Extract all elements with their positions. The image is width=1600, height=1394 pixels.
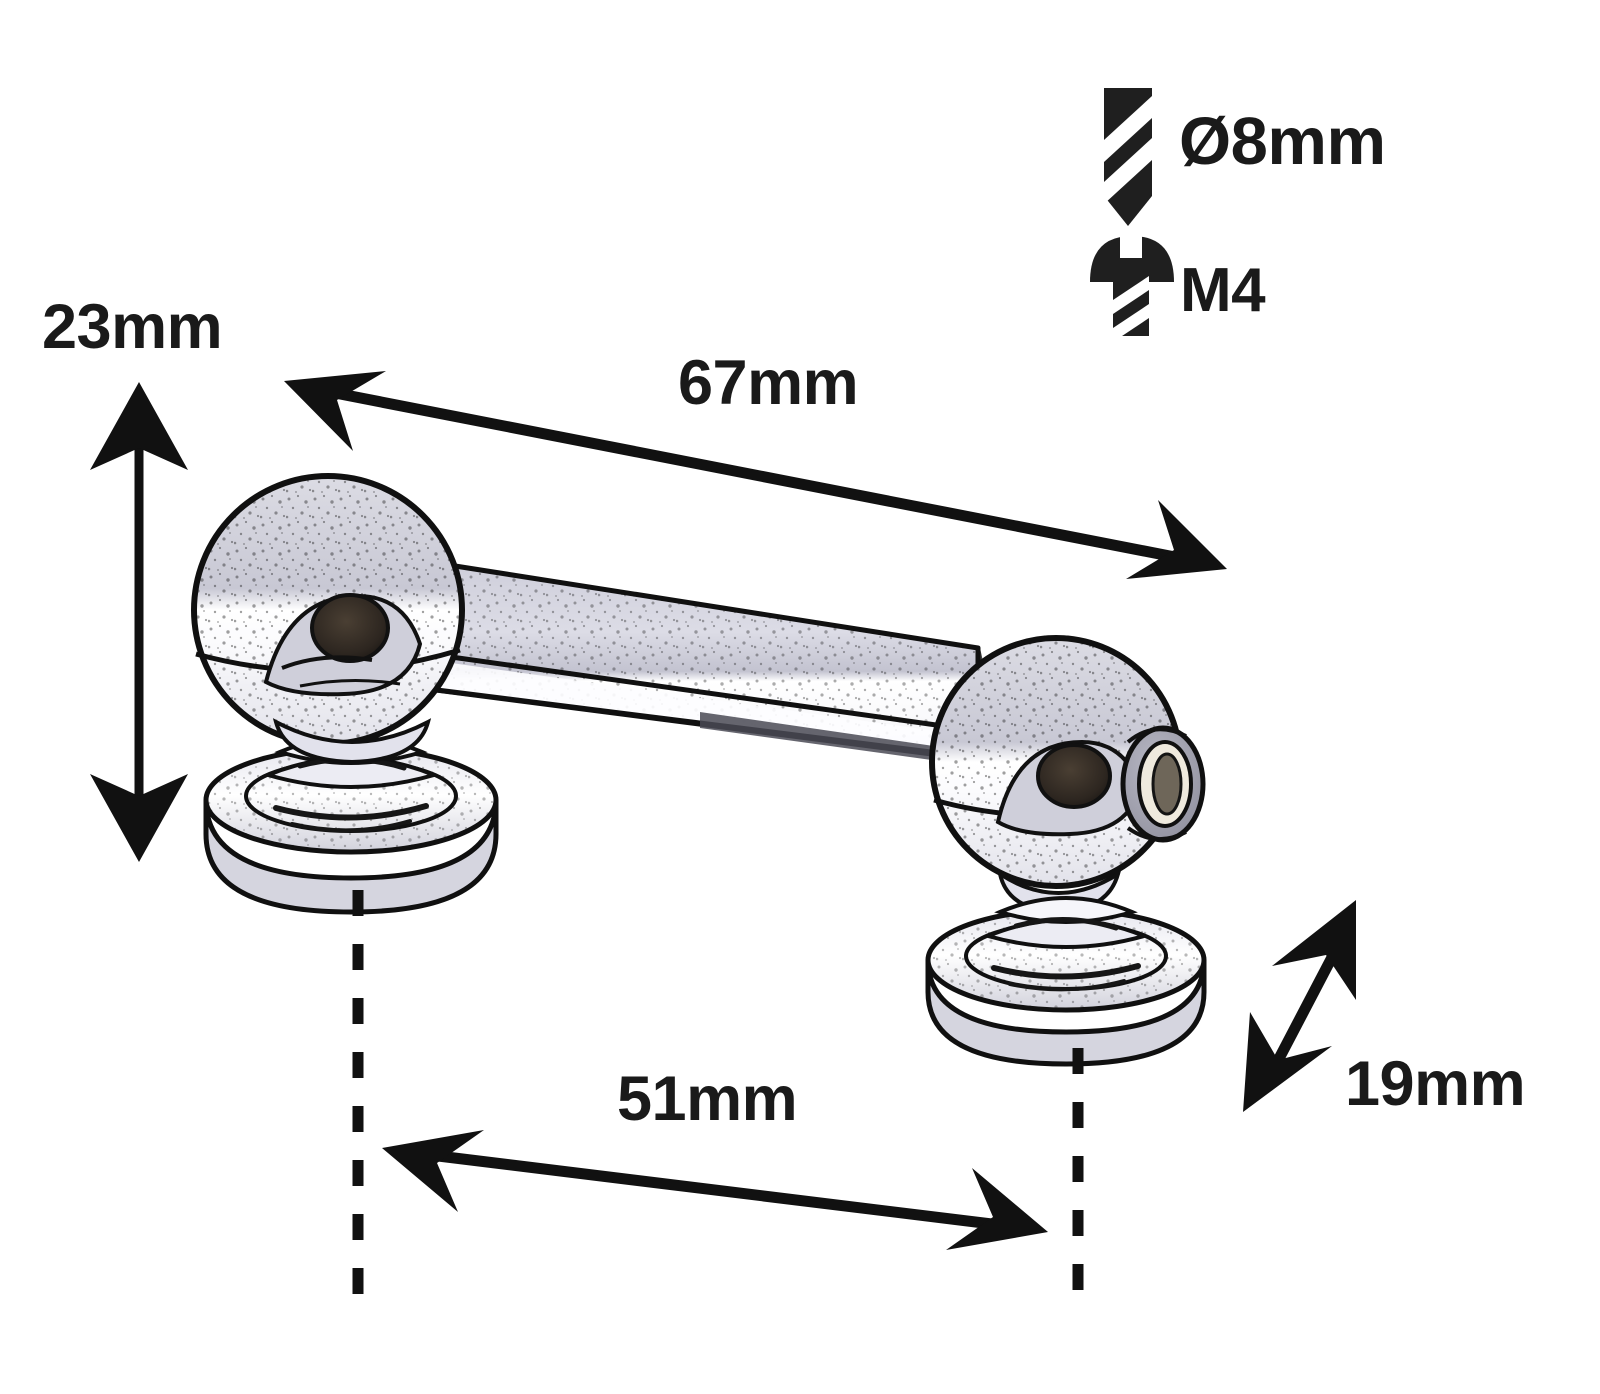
- dimension-label-19mm: 19mm: [1345, 1049, 1526, 1119]
- dimension-label-67mm: 67mm: [678, 348, 859, 418]
- dimension-arrow-19mm: [1243, 900, 1356, 1112]
- right-base-flange: [925, 896, 1207, 1067]
- dimension-arrow-67mm: [284, 371, 1227, 579]
- drill-bit-icon: [1104, 88, 1152, 226]
- dimension-arrow-51mm: [382, 1130, 1048, 1250]
- drill-diameter-label: Ø8mm: [1179, 104, 1386, 179]
- dimension-label-51mm: 51mm: [617, 1064, 798, 1134]
- dimension-arrow-23mm: [90, 382, 188, 862]
- dimension-label-23mm: 23mm: [42, 292, 223, 362]
- right-ball-lug: [929, 635, 1206, 915]
- left-ball-lug: [191, 473, 465, 766]
- screw-icon: [1090, 236, 1174, 342]
- screw-thread-label: M4: [1180, 256, 1266, 325]
